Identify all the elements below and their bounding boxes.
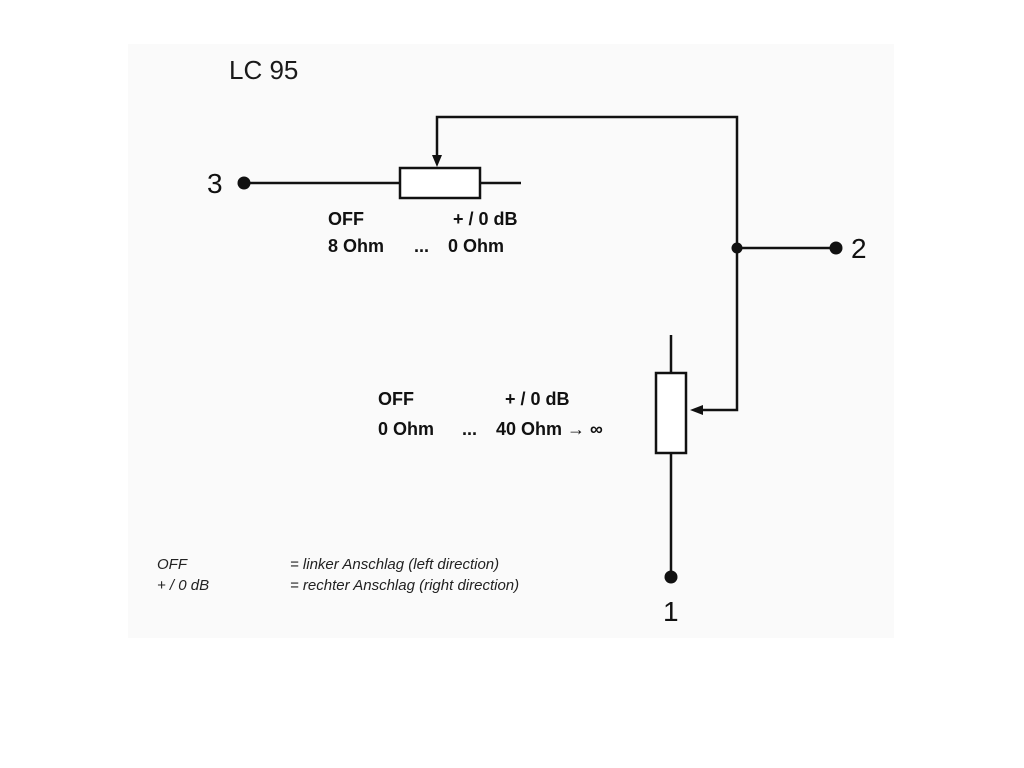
top-pot-max-label: + / 0 dB [453, 209, 518, 229]
top-wiper-arrow [432, 155, 442, 167]
terminal-1-dot [664, 570, 678, 584]
top-wiper-wire [435, 115, 739, 246]
bottom-wiper-wire [700, 248, 739, 412]
terminal-2-dot [829, 241, 843, 255]
terminal-1-label: 1 [663, 596, 679, 627]
bottom-pot-range-to: 40 Ohm → ∞ [496, 419, 603, 439]
legend-term-max: + / 0 dB [157, 577, 210, 594]
top-pot-range-to: 0 Ohm [448, 236, 505, 256]
diagram-title: LC 95 [229, 55, 299, 85]
legend-meaning-max: = rechter Anschlag (right direction) [290, 577, 520, 594]
top-pot-range-from: 8 Ohm [328, 236, 385, 256]
terminal-3-dot [237, 176, 251, 190]
bottom-pot-range-from: 0 Ohm [378, 419, 435, 439]
bottom-pot-off-label: OFF [378, 389, 414, 409]
terminal-2-label: 2 [851, 233, 867, 264]
bottom-potentiometer-body [654, 371, 688, 455]
top-potentiometer-body [398, 166, 482, 200]
terminal-3-label: 3 [207, 168, 223, 199]
bottom-pot-ellipsis: ... [462, 419, 478, 439]
bottom-wiper-arrow [690, 405, 703, 415]
top-pot-off-label: OFF [328, 209, 364, 229]
bottom-pot-max-label: + / 0 dB [505, 389, 570, 409]
top-pot-ellipsis: ... [414, 236, 430, 256]
diagram-panel [128, 44, 894, 638]
legend-meaning-off: = linker Anschlag (left direction) [290, 556, 500, 573]
legend-term-off: OFF [157, 556, 187, 573]
